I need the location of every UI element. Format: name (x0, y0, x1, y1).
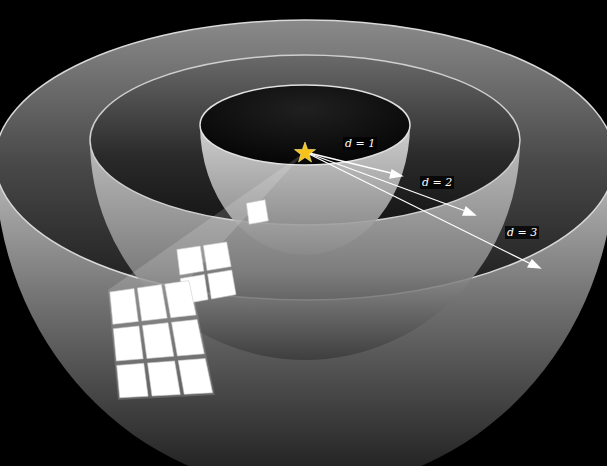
area-patches (110, 200, 269, 398)
area-square (137, 285, 167, 322)
area-square (203, 242, 231, 271)
area-square (246, 200, 268, 225)
distance-label: d = 2 (420, 176, 454, 189)
area-square (148, 361, 181, 396)
area-square (113, 326, 143, 361)
area-square (177, 246, 204, 275)
area-square (172, 320, 205, 357)
distance-label: d = 3 (505, 226, 539, 239)
area-square (110, 289, 139, 325)
area-square (208, 270, 236, 299)
inner-sphere-inside (200, 85, 410, 165)
light-beam (108, 152, 305, 400)
area-square (165, 281, 196, 318)
area-square (142, 323, 173, 359)
distance-arrows (305, 152, 540, 268)
area-square (178, 359, 212, 395)
area-square (117, 363, 148, 397)
distance-label: d = 1 (343, 137, 377, 150)
light-source-star (295, 142, 316, 162)
